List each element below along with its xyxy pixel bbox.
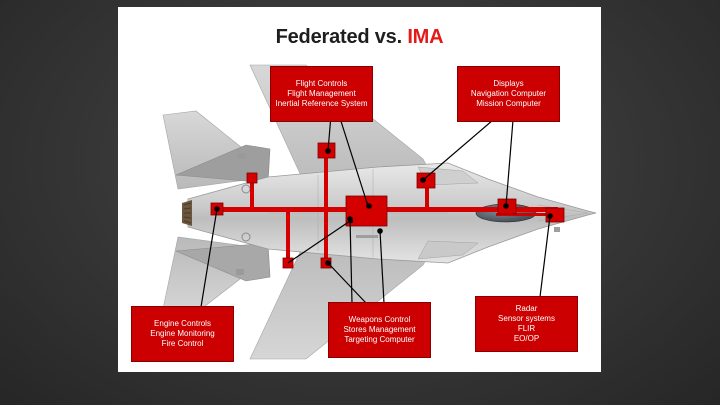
bus-stub-left-upper xyxy=(250,181,254,207)
callout-line: Engine Monitoring xyxy=(150,329,214,339)
title-ima: IMA xyxy=(407,26,443,48)
callout-line: Displays xyxy=(493,79,523,89)
callout-line: Fire Control xyxy=(162,339,204,349)
slide-title: Federated vs. IMA xyxy=(118,26,601,49)
bus-stub-left-lower xyxy=(286,212,290,264)
callout-line: Stores Management xyxy=(343,325,415,335)
callout-line: Weapons Control xyxy=(349,315,411,325)
callout-line: Inertial Reference System xyxy=(275,99,367,109)
callout-line: FLIR xyxy=(518,324,535,334)
callout-flight-systems: Flight Controls Flight Management Inerti… xyxy=(270,66,373,122)
callout-line: Mission Computer xyxy=(476,99,540,109)
callout-engine-systems: Engine Controls Engine Monitoring Fire C… xyxy=(131,306,234,362)
title-federated: Federated vs. xyxy=(276,26,408,48)
slide: Federated vs. IMA Flight Controls Flight… xyxy=(118,7,601,372)
callout-line: EO/OP xyxy=(514,334,539,344)
callout-weapons-systems: Weapons Control Stores Management Target… xyxy=(328,302,431,358)
callout-line: Sensor systems xyxy=(498,314,555,324)
callout-display-systems: Displays Navigation Computer Mission Com… xyxy=(457,66,560,122)
module-displays xyxy=(417,173,435,188)
callout-line: Flight Controls xyxy=(296,79,348,89)
callout-line: Navigation Computer xyxy=(471,89,546,99)
bus-stub-flight xyxy=(324,157,328,207)
bus-stub-displays xyxy=(425,187,429,207)
callout-line: Radar xyxy=(516,304,538,314)
callout-line: Engine Controls xyxy=(154,319,211,329)
callout-radar-systems: Radar Sensor systems FLIR EO/OP xyxy=(475,296,578,352)
callout-line: Flight Management xyxy=(287,89,355,99)
callout-line: Targeting Computer xyxy=(344,335,414,345)
lower-intake xyxy=(418,241,478,259)
module-tail xyxy=(247,173,257,183)
